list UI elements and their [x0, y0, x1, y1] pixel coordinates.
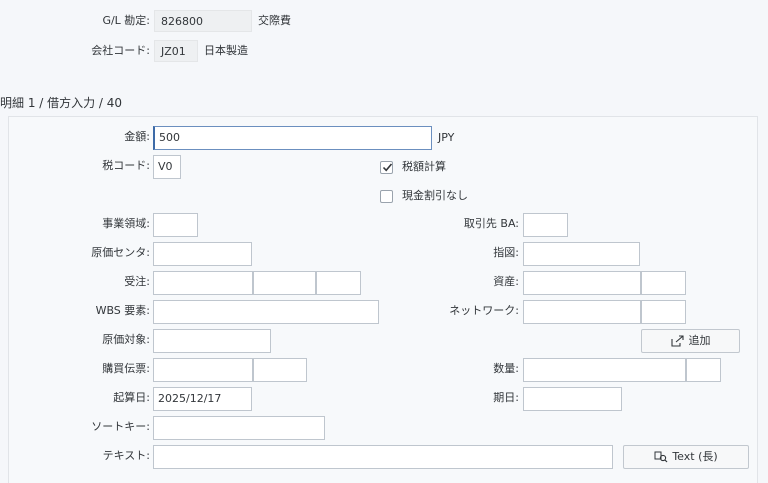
purchase-doc-item-input[interactable] — [253, 358, 307, 382]
sales-order-item-input[interactable] — [253, 271, 316, 295]
section-title: 明細 1 / 借方入力 / 40 — [0, 96, 123, 110]
long-text-button-label: Text (長) — [672, 450, 718, 463]
network-input[interactable] — [523, 300, 641, 324]
asset-label: 資産: — [493, 275, 519, 288]
amount-label: 金額: — [124, 130, 150, 143]
cost-object-input[interactable] — [153, 329, 271, 353]
gl-account-label: G/L 勘定: — [102, 14, 150, 27]
purchase-doc-label: 購買伝票: — [102, 362, 150, 375]
trading-partner-ba-input[interactable] — [523, 213, 568, 237]
network-activity-input[interactable] — [641, 300, 686, 324]
company-code-field[interactable]: JZ01 — [154, 40, 198, 62]
detail-panel — [8, 116, 758, 483]
wbs-element-label: WBS 要素: — [95, 304, 150, 317]
add-button[interactable]: 追加 — [641, 329, 740, 353]
network-label: ネットワーク: — [449, 304, 519, 317]
sales-order-label: 受注: — [124, 275, 150, 288]
baseline-date-label: 起算日: — [113, 391, 150, 404]
business-area-input[interactable] — [153, 213, 198, 237]
currency-label: JPY — [438, 131, 455, 144]
wbs-element-input[interactable] — [153, 300, 379, 324]
quantity-unit-input[interactable] — [686, 358, 721, 382]
quantity-label: 数量: — [493, 362, 519, 375]
gl-account-field[interactable]: 826800 — [154, 10, 252, 32]
sort-key-label: ソートキー: — [91, 420, 150, 433]
quantity-input[interactable] — [523, 358, 686, 382]
text-input[interactable] — [153, 445, 613, 469]
gl-account-description: 交際費 — [258, 14, 291, 27]
no-cash-discount-label: 現金割引なし — [402, 189, 468, 202]
purchase-doc-input[interactable] — [153, 358, 253, 382]
due-date-label: 期日: — [493, 391, 519, 404]
long-text-button[interactable]: Text (長) — [623, 445, 749, 469]
text-search-icon — [654, 451, 668, 463]
trading-partner-ba-label: 取引先 BA: — [463, 217, 519, 230]
amount-input[interactable]: 500 — [153, 126, 432, 150]
due-date-input[interactable] — [523, 387, 622, 411]
cost-center-input[interactable] — [153, 242, 252, 266]
cost-center-label: 原価センタ: — [91, 246, 150, 259]
sales-order-schedule-input[interactable] — [316, 271, 361, 295]
tax-code-input[interactable]: V0 — [153, 155, 181, 179]
cost-object-label: 原価対象: — [102, 333, 150, 346]
text-label: テキスト: — [102, 449, 150, 462]
sort-key-input[interactable] — [153, 416, 325, 440]
export-add-icon — [670, 335, 684, 347]
order-input[interactable] — [523, 242, 640, 266]
company-code-label: 会社コード: — [91, 44, 150, 57]
company-code-description: 日本製造 — [204, 44, 248, 57]
business-area-label: 事業領域: — [102, 217, 150, 230]
tax-code-label: 税コード: — [102, 159, 150, 172]
baseline-date-input[interactable]: 2025/12/17 — [153, 387, 252, 411]
calculate-tax-label: 税額計算 — [402, 160, 446, 173]
add-button-label: 追加 — [688, 334, 711, 347]
no-cash-discount-checkbox[interactable] — [380, 190, 393, 203]
calculate-tax-checkbox[interactable] — [380, 161, 393, 174]
sales-order-input[interactable] — [153, 271, 253, 295]
order-label: 指図: — [493, 246, 519, 259]
asset-subnumber-input[interactable] — [641, 271, 686, 295]
checkmark-icon — [382, 163, 393, 172]
asset-input[interactable] — [523, 271, 641, 295]
